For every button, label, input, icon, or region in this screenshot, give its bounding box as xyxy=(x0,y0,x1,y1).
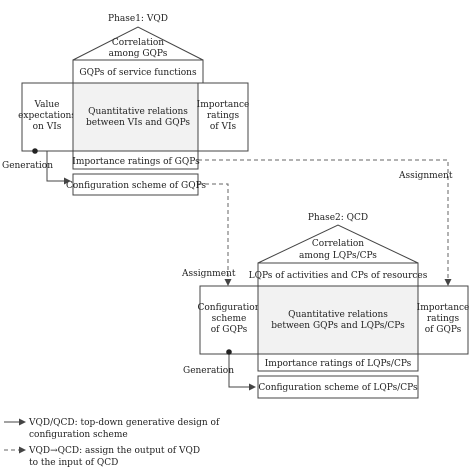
phase1-center-line1: Quantitative relations xyxy=(88,107,188,117)
phase1-configuration-label: Configuration scheme of GQPs xyxy=(66,181,206,191)
legend-dashed-text-1: VQD→QCD: assign the output of VQD xyxy=(28,446,200,456)
legend-solid-text-2: configuration scheme xyxy=(29,430,128,440)
phase1-ceiling-label: GQPs of service functions xyxy=(79,68,197,78)
generation-1-label: Generation xyxy=(2,161,53,171)
phase2-house: Phase2: QCD Correlation among LQPs/CPs L… xyxy=(197,213,470,399)
phase2-importance-row xyxy=(257,353,419,372)
generation-connector-2: Generation xyxy=(183,349,256,391)
phase1-right-wall-line3: of VIs xyxy=(210,122,237,132)
phase1-left-wall-line1: Value xyxy=(33,100,59,110)
legend-solid-text-1: VQD/QCD: top-down generative design of xyxy=(28,418,220,428)
phase2-roof-line1: Correlation xyxy=(312,239,364,249)
phase1-left-wall xyxy=(21,82,74,152)
legend: VQD/QCD: top-down generative design of c… xyxy=(4,418,220,468)
phase1-right-wall-line1: Importance xyxy=(197,100,250,110)
generation-connector-1: Generation xyxy=(2,148,71,185)
legend-dashed-text-2: to the input of QCD xyxy=(29,458,118,468)
phase1-roof-line2: among GQPs xyxy=(109,49,168,59)
phase1-left-wall-line2: expectations xyxy=(18,111,76,121)
generation-1-node xyxy=(32,148,38,154)
phase2-configuration-label: Configuration scheme of LQPs/CPs xyxy=(258,383,418,393)
generation-2-label: Generation xyxy=(183,366,234,376)
generation-2-node xyxy=(226,349,232,355)
phase2-configuration-row xyxy=(257,375,419,399)
phase2-right-wall xyxy=(417,285,469,355)
phase1-center-line2: between VIs and GQPs xyxy=(86,118,190,128)
phase1-title: Phase1: VQD xyxy=(108,14,168,24)
assignment-2-label: Assignment xyxy=(181,269,236,279)
phase2-roof-line2: among LQPs/CPs xyxy=(299,251,377,261)
phase2-left-wall-line3: of GQPs xyxy=(211,325,248,335)
phase2-right-wall-line3: of GQPs xyxy=(425,325,462,335)
phase1-center-matrix xyxy=(72,82,199,152)
phase1-roof-line1: Correlation xyxy=(112,38,164,48)
phase2-ceiling-label: LQPs of activities and CPs of resources xyxy=(249,271,428,281)
phase1-left-wall-line3: on VIs xyxy=(33,122,62,132)
phase2-right-wall-line2: ratings xyxy=(427,314,460,324)
phase2-title: Phase2: QCD xyxy=(308,213,368,223)
phase2-center-line2: between GQPs and LQPs/CPs xyxy=(271,321,405,331)
assignment-connector-2: Assignment xyxy=(181,183,236,286)
assignment-connector-1: Assignment xyxy=(198,159,453,286)
phase2-left-wall-line1: Configuration xyxy=(197,303,260,313)
phase2-importance-label: Importance ratings of LQPs/CPs xyxy=(265,359,412,369)
phase2-left-wall-line2: scheme xyxy=(212,314,247,324)
phase2-center-line1: Quantitative relations xyxy=(288,310,388,320)
phase1-house: Phase1: VQD Correlation among GQPs GQPs … xyxy=(18,14,250,196)
assignment-1-label: Assignment xyxy=(398,171,453,181)
phase2-right-wall-line1: Importance xyxy=(417,303,470,313)
phase1-right-wall xyxy=(197,82,249,152)
phase1-importance-label: Importance ratings of GQPs xyxy=(72,157,200,167)
phase2-left-wall xyxy=(199,285,259,355)
phase2-center-matrix xyxy=(257,285,419,355)
phase1-right-wall-line2: ratings xyxy=(207,111,240,121)
